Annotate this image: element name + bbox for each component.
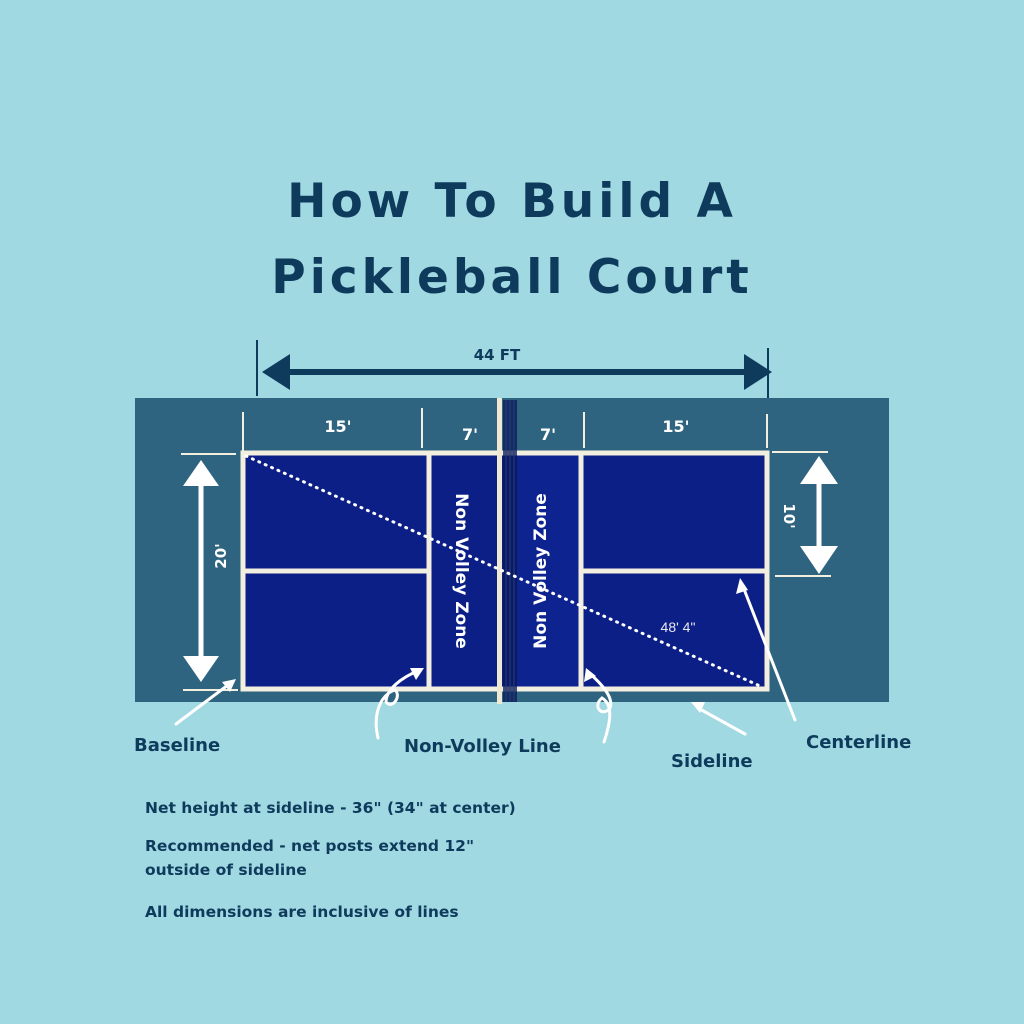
- arrow-down-icon: [183, 656, 219, 682]
- note-net-height: Net height at sideline - 36" (34" at cen…: [145, 799, 516, 817]
- half-width-dimension: 10': [772, 451, 838, 577]
- right-kitchen-surface: [507, 453, 582, 689]
- top-dimension-ticks: [242, 408, 768, 452]
- total-length-label: 44 FT: [474, 346, 521, 364]
- centerline-label: Centerline: [806, 732, 912, 753]
- title-line-1: How To Build A: [287, 174, 737, 229]
- non-volley-line-label: Non-Volley Line: [404, 736, 561, 757]
- arrow-right-icon: [744, 354, 772, 390]
- total-length-dimension: 44 FT: [256, 340, 772, 398]
- baseline-pointer: [174, 680, 234, 726]
- callout-arrowheads: [222, 578, 748, 713]
- arrow-up-icon: [800, 456, 838, 484]
- note-dimensions: All dimensions are inclusive of lines: [145, 903, 459, 921]
- diagonal-line: [244, 454, 762, 688]
- left-nvl-pointer: [374, 668, 422, 740]
- title-line-2: Pickleball Court: [271, 250, 753, 305]
- width-dimension: 20': [181, 453, 238, 691]
- net-post: [497, 398, 502, 704]
- callout-arrows: [174, 582, 797, 744]
- arrow-left-icon: [262, 354, 290, 390]
- right-nvz-label: Non Volley Zone: [531, 493, 551, 649]
- right-back-dimension: 15': [662, 417, 689, 436]
- width-label: 20': [212, 543, 230, 568]
- half-width-label: 10': [780, 503, 798, 528]
- sideline-label: Sideline: [671, 751, 753, 772]
- left-back-dimension: 15': [324, 417, 351, 436]
- baseline-label: Baseline: [134, 735, 221, 756]
- net: [497, 398, 517, 704]
- note-net-posts: Recommended - net posts extend 12": [145, 837, 475, 855]
- arrow-up-icon: [183, 460, 219, 486]
- centerline-pointer: [740, 582, 797, 722]
- left-kitchen-dimension: 7': [462, 425, 478, 444]
- sideline-pointer: [696, 706, 747, 736]
- right-nvl-pointer: [586, 670, 613, 744]
- arrow-down-icon: [800, 546, 838, 574]
- note-net-posts-cont: outside of sideline: [145, 861, 307, 879]
- right-kitchen-dimension: 7': [540, 425, 556, 444]
- diagonal-label: 48' 4": [661, 619, 696, 635]
- left-nvz-label: Non Volley Zone: [451, 493, 471, 649]
